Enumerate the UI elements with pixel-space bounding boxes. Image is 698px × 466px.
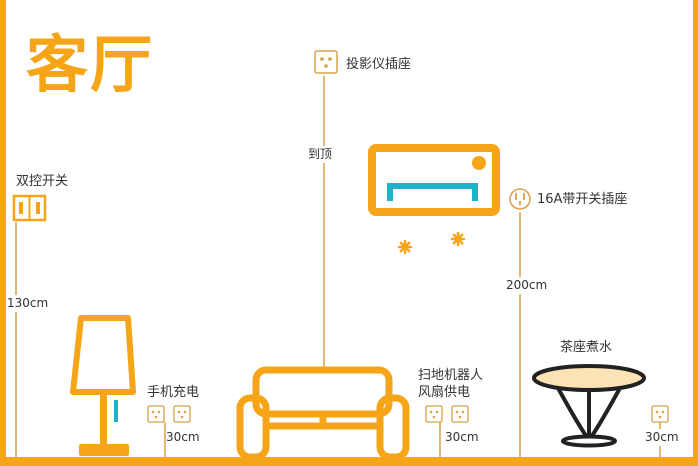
projector-height-dim: 到顶 [308, 146, 333, 163]
outlet-icon [451, 405, 469, 423]
frame-right-border [693, 0, 698, 466]
robot-vacuum-label: 扫地机器人 [418, 368, 484, 383]
fan-power-label: 风扇供电 [418, 385, 471, 400]
outlet-icon [147, 405, 165, 423]
ac-socket-height-dim: 200cm [506, 277, 548, 294]
round-socket-icon [509, 188, 531, 210]
outlet-icon [314, 50, 338, 74]
switch-height-dim: 130cm [7, 295, 49, 312]
tea-socket-height-dim: 30cm [645, 429, 679, 446]
outlet-icon [651, 405, 669, 423]
page-title: 客厅 [26, 28, 155, 101]
ac-socket-label: 16A带开关插座 [537, 192, 628, 207]
vacuum-socket-height-dim: 30cm [445, 429, 479, 446]
phone-charging-label: 手机充电 [147, 385, 200, 400]
tea-table-icon [532, 364, 646, 448]
phone-socket-height-dim: 30cm [166, 429, 200, 446]
frame-left-border [0, 0, 6, 466]
projector-socket-label: 投影仪插座 [346, 57, 412, 72]
switch-icon [12, 194, 47, 222]
outlet-icon [173, 405, 191, 423]
frame-bottom-border [0, 457, 698, 466]
airflow-icon [397, 231, 466, 255]
air-conditioner-icon [368, 144, 500, 216]
dual-switch-label: 双控开关 [16, 174, 69, 189]
sofa-icon [236, 366, 410, 461]
tea-table-label: 茶座煮水 [560, 340, 613, 355]
outlet-icon [425, 405, 443, 423]
lamp-icon [70, 315, 136, 456]
